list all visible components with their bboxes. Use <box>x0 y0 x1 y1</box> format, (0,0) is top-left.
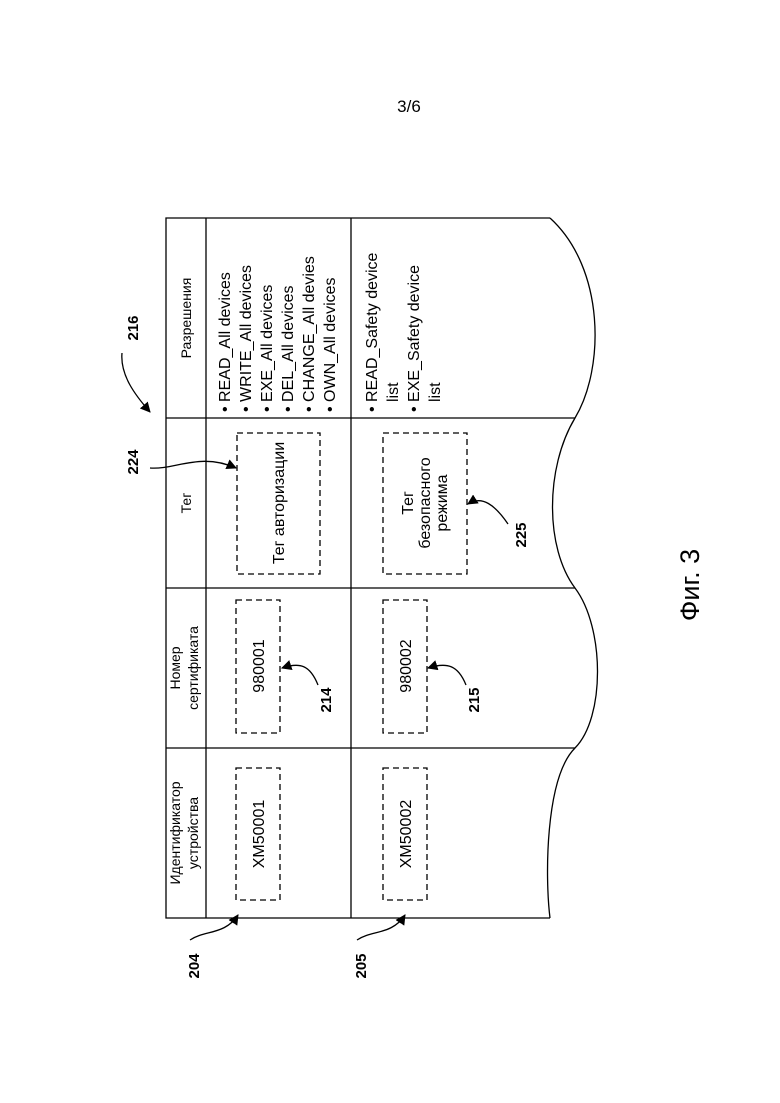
header-device-id: Идентификатор устройства <box>167 781 201 884</box>
ref-215: 215 <box>466 687 483 712</box>
ref-216-label: 216 <box>125 315 142 340</box>
page-number: 3/6 <box>397 97 421 116</box>
ref-205-leader <box>357 915 405 940</box>
ref-224: 224 <box>125 449 142 475</box>
row1-perm-1: • READ_All devices <box>217 272 234 412</box>
row2-perm-2: • EXE_Safety device <box>406 265 423 412</box>
row1-device-id: XM50001 <box>251 800 268 869</box>
ref-204: 204 <box>186 953 203 979</box>
table-torn-edge <box>548 218 598 918</box>
header-tag: Тег <box>178 493 194 514</box>
row1-certificate: 980001 <box>251 639 268 692</box>
header-device-id-line1: Идентификатор <box>167 781 183 884</box>
row1-perm-2: • WRITE_All devices <box>238 265 255 412</box>
row2-certificate-text: 980002 <box>398 639 415 692</box>
ref-204-label: 204 <box>186 953 203 979</box>
row2-permissions: • READ_Safety device list • EXE_Safety d… <box>364 252 444 412</box>
row1-device-id-text: XM50001 <box>251 800 268 869</box>
row2-tag-line1: Тег <box>400 491 417 515</box>
ref-205-label: 205 <box>353 953 370 978</box>
row1-permissions: • READ_All devices • WRITE_All devices •… <box>217 256 339 412</box>
row1-perm-6: • OWN_All devices <box>322 277 339 412</box>
header-certificate-line1: Номер <box>167 646 183 689</box>
figure-caption-text: Фиг. 3 <box>675 549 705 621</box>
ref-215-label: 215 <box>466 687 483 712</box>
header-permissions: Разрешения <box>178 278 194 359</box>
header-permissions-label: Разрешения <box>178 278 194 359</box>
row1-perm-5: • CHANGE_All devies <box>301 256 318 412</box>
header-device-id-line2: устройства <box>185 797 201 869</box>
row1-tag-text: Тег авторизации <box>271 442 288 564</box>
ref-216-leader <box>122 353 150 412</box>
ref-214-leader <box>282 665 318 685</box>
header-certificate: Номер сертификата <box>167 626 201 710</box>
ref-204-leader <box>190 915 238 940</box>
ref-214: 214 <box>318 687 335 713</box>
ref-216: 216 <box>125 315 142 340</box>
ref-214-label: 214 <box>318 687 335 713</box>
row2-tag-line2: безопасного <box>417 457 434 548</box>
row2-certificate: 980002 <box>398 639 415 692</box>
ref-224-leader <box>150 461 236 468</box>
row2-tag: Тег безопасного режима <box>400 457 451 548</box>
row1-certificate-text: 980001 <box>251 639 268 692</box>
row1-perm-4: • DEL_All devices <box>280 285 297 412</box>
row1-tag: Тег авторизации <box>271 442 288 564</box>
row2-perm-1: • READ_Safety device <box>364 252 381 412</box>
row2-perm-1-cont: list <box>385 382 402 402</box>
ref-225-label: 225 <box>513 522 530 547</box>
ref-215-leader <box>428 665 466 685</box>
row1-perm-3: • EXE_All devices <box>259 285 276 412</box>
ref-225-leader <box>468 501 508 524</box>
ref-225: 225 <box>513 522 530 547</box>
row2-perm-2-cont: list <box>427 382 444 402</box>
row2-device-id-text: XM50002 <box>398 800 415 869</box>
figure-caption: Фиг. 3 <box>675 549 705 621</box>
ref-224-label: 224 <box>125 449 142 475</box>
ref-205: 205 <box>353 953 370 978</box>
row2-device-id: XM50002 <box>398 800 415 869</box>
header-tag-label: Тег <box>178 493 194 514</box>
row2-tag-line3: режима <box>434 474 451 531</box>
header-certificate-line2: сертификата <box>185 626 201 710</box>
